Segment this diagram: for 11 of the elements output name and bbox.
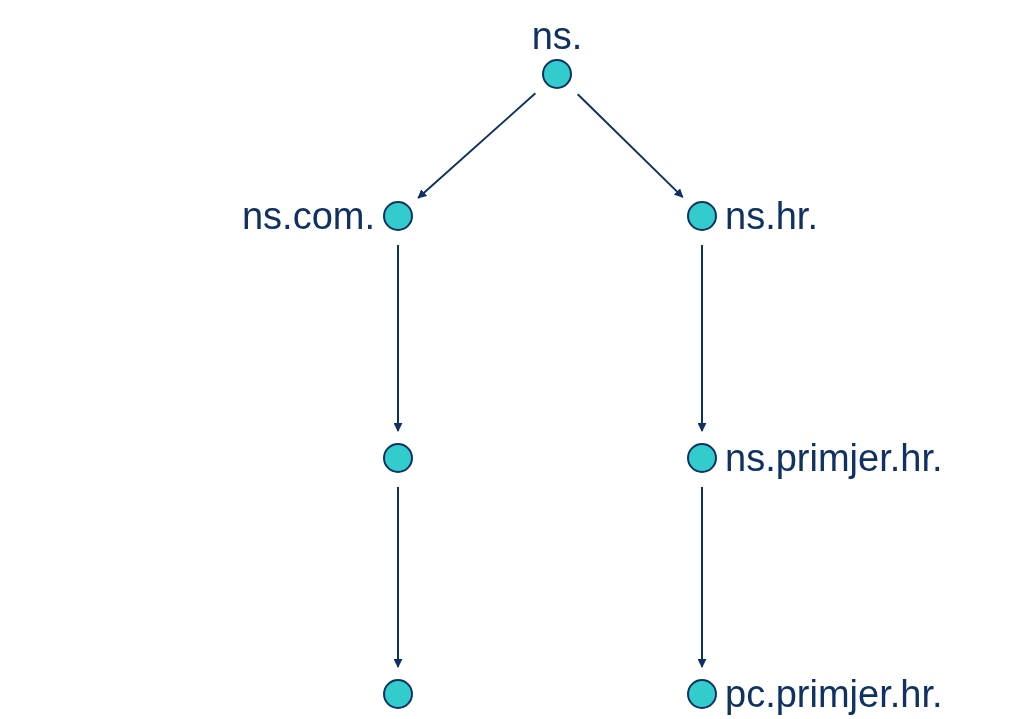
- node-label: ns.hr.: [725, 197, 818, 235]
- arrow: [576, 93, 684, 199]
- node-label: pc.primjer.hr.: [725, 675, 943, 713]
- arrow: [393, 244, 403, 432]
- node-label: ns.primjer.hr.: [725, 439, 943, 477]
- arrow: [417, 92, 537, 199]
- node-label: ns.com.: [241, 197, 375, 235]
- arrow: [697, 244, 707, 432]
- arrow: [393, 486, 403, 668]
- arrow: [697, 486, 707, 668]
- node-label: ns.: [531, 17, 583, 55]
